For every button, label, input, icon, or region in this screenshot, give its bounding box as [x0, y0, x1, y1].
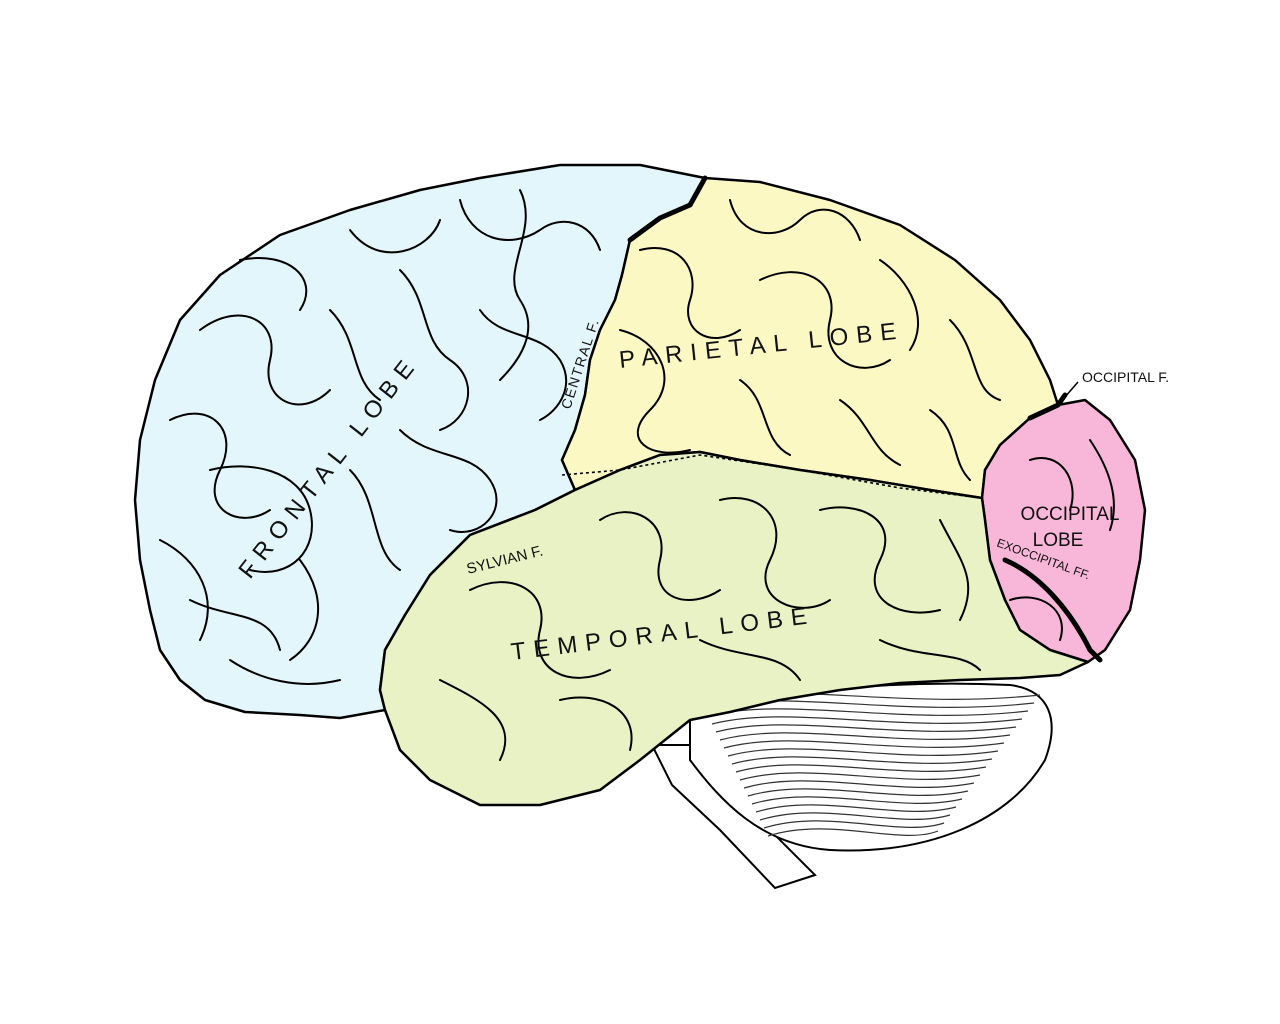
cerebellum-fold-line: [719, 732, 1011, 741]
cerebellum-fold-line: [763, 820, 945, 829]
cerebellum-fold-line: [755, 804, 957, 813]
cerebellum-fold-line: [739, 772, 981, 781]
cerebellum: [689, 682, 1053, 852]
occipital-lobe-label-line2: LOBE: [1033, 530, 1084, 551]
cerebellum-fold-line: [731, 756, 993, 765]
cerebellum-fold-line: [715, 724, 1017, 733]
occipital-lobe-label-line1: OCCIPITAL: [1021, 504, 1120, 525]
gyri-detail: [159, 189, 1115, 761]
cerebellum-fold-line: [767, 828, 939, 837]
fissure-lines: [561, 175, 1103, 663]
cerebellum-fold-line: [759, 812, 951, 821]
cerebellum-fold-line: [747, 788, 969, 797]
temporal-lobe: [378, 450, 1090, 807]
cerebellum-fold-line: [723, 740, 1005, 749]
cerebellum-fold-line: [743, 780, 975, 789]
cerebellum-fold-line: [751, 796, 963, 805]
cerebellum-fold-line: [727, 748, 999, 757]
cerebellum-fold-line: [735, 764, 987, 773]
occipital-fissure-label: OCCIPITAL F.: [1082, 369, 1169, 385]
cerebellum-fold-line: [711, 716, 1023, 725]
